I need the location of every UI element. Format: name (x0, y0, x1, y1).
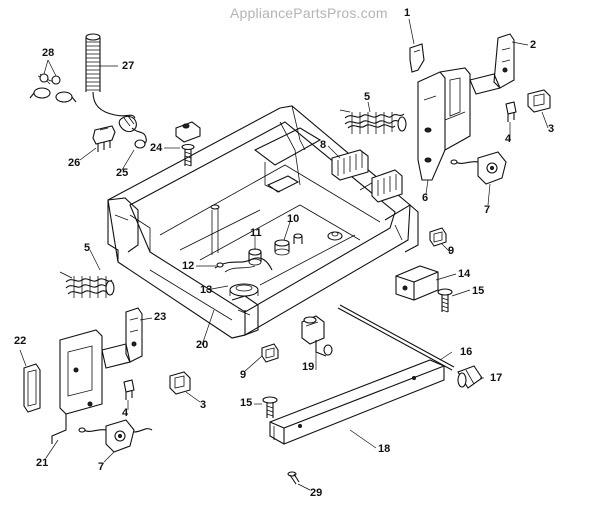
callout-5-left: 5 (84, 242, 91, 254)
switch-4-left (123, 379, 135, 400)
bracket-1 (409, 43, 425, 73)
callout-20: 20 (196, 339, 209, 351)
callout-17: 17 (490, 372, 503, 384)
clip-9-right (429, 227, 447, 247)
float-switch-7-right (450, 151, 507, 185)
callout-6: 6 (422, 192, 429, 204)
callout-18: 18 (378, 443, 391, 455)
callout-29: 29 (310, 487, 323, 499)
callout-22: 22 (14, 335, 27, 347)
callout-4-left: 4 (122, 407, 129, 419)
callout-21: 21 (36, 457, 49, 469)
screw-15-right (437, 288, 453, 313)
callout-24: 24 (150, 142, 163, 154)
callout-14: 14 (458, 268, 471, 280)
callout-9-left: 9 (240, 369, 247, 381)
screw-15-left (262, 396, 278, 418)
callout-13: 13 (200, 284, 213, 296)
callout-7: 7 (484, 204, 491, 216)
screw-29 (287, 471, 300, 485)
callout-25: 25 (116, 167, 129, 179)
callout-19: 19 (302, 361, 315, 373)
callout-16: 16 (460, 346, 473, 358)
hose-clamps-28 (29, 73, 77, 103)
callout-4: 4 (505, 133, 512, 145)
callout-15: 15 (472, 285, 485, 297)
spring-right (339, 109, 407, 134)
terminal-block (331, 149, 403, 203)
kick-plate-18 (269, 359, 445, 445)
callout-27: 27 (122, 60, 135, 72)
callout-10: 10 (287, 213, 300, 225)
bracket-6 (417, 67, 471, 181)
callout-5: 5 (364, 91, 371, 103)
watermark: AppliancePartsPros.com (230, 5, 388, 21)
base-tub (107, 105, 419, 339)
callout-15-left: 15 (240, 397, 253, 409)
hose-bracket-26 (92, 125, 116, 152)
callout-9: 9 (448, 245, 455, 257)
leader-lines (19, 18, 549, 491)
bracket-23 (101, 307, 143, 369)
clip-9-left (261, 343, 279, 363)
clip-3-left (169, 371, 191, 395)
callout-23: 23 (154, 311, 167, 323)
float-switch-7-left (78, 419, 153, 453)
callout-1: 1 (404, 7, 411, 19)
bracket-14 (395, 265, 439, 301)
callout-12: 12 (182, 260, 195, 272)
callout-28: 28 (42, 47, 55, 59)
callout-26: 26 (68, 157, 81, 169)
bracket-screw-24 (175, 121, 201, 167)
spring-left (59, 271, 115, 298)
rod-16 (337, 304, 455, 371)
callout-2: 2 (530, 39, 537, 51)
callout-8: 8 (320, 139, 327, 151)
cover-22 (23, 363, 41, 413)
clip-3-right (527, 89, 551, 113)
callout-7-left: 7 (98, 461, 105, 473)
callout-3-left: 3 (200, 399, 207, 411)
callout-11: 11 (250, 227, 262, 239)
inlet-valve-19 (301, 315, 333, 357)
knob-17 (457, 365, 483, 389)
switch-4-right (505, 101, 517, 122)
bracket-2 (469, 33, 515, 95)
drain-hose (85, 33, 147, 149)
bracket-21 (51, 329, 103, 444)
callout-3: 3 (548, 123, 555, 135)
